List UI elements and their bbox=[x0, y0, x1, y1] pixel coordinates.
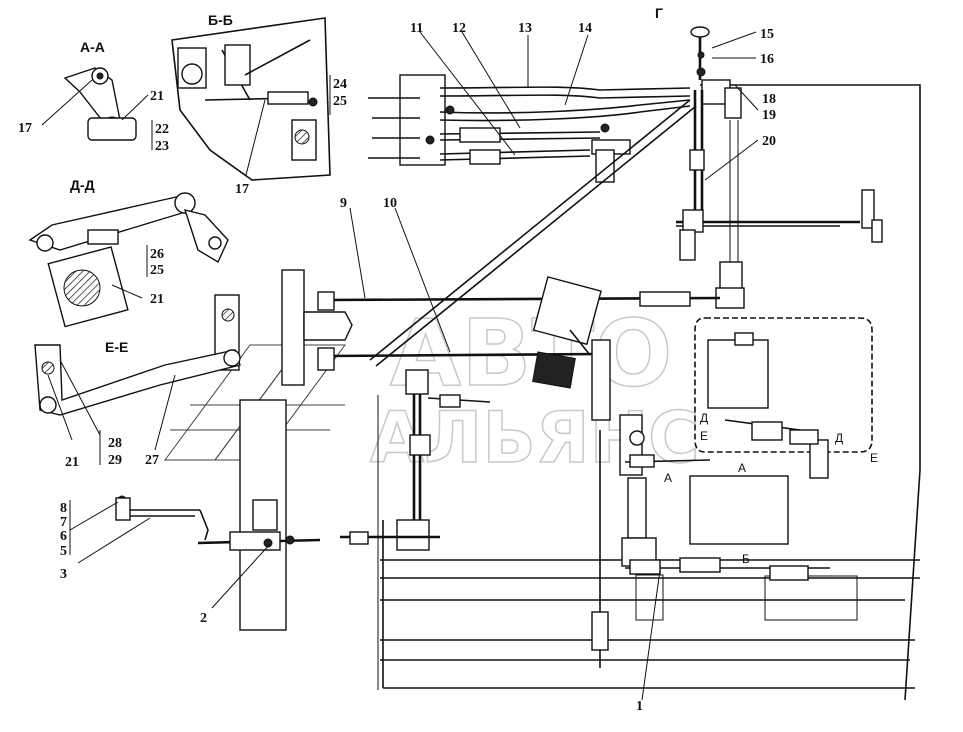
lower-left-linkage bbox=[115, 399, 321, 631]
section-bb-detail bbox=[171, 17, 331, 181]
callout-20: 20 bbox=[762, 134, 776, 149]
callout-24: 24 bbox=[333, 77, 347, 92]
callout-15: 15 bbox=[760, 27, 774, 42]
callout-3: 3 bbox=[60, 567, 67, 582]
callout-21-dd: 21 bbox=[150, 292, 164, 307]
gearbox-linkages bbox=[624, 419, 830, 581]
marker-b: Б bbox=[742, 552, 750, 566]
callout-17-bb: 17 bbox=[235, 182, 249, 197]
callout-7: 7 bbox=[60, 515, 67, 530]
upper-rod-assembly bbox=[368, 74, 697, 367]
callout-28: 28 bbox=[108, 436, 122, 451]
leader-lines bbox=[41, 31, 759, 701]
callout-27: 27 bbox=[145, 453, 159, 468]
section-title-aa: А-А bbox=[80, 39, 105, 55]
section-title-ee: Е-Е bbox=[105, 339, 128, 355]
marker-e-right: Е bbox=[870, 451, 878, 465]
callout-5: 5 bbox=[60, 544, 67, 559]
marker-d-left: Д bbox=[700, 411, 708, 425]
section-title-g: Г bbox=[655, 5, 663, 21]
section-dd-detail bbox=[28, 192, 229, 328]
callout-17-aa: 17 bbox=[18, 121, 32, 136]
callout-6: 6 bbox=[60, 529, 67, 544]
callout-11: 11 bbox=[410, 21, 423, 36]
section-title-dd: Д-Д bbox=[70, 177, 95, 193]
longitudinal-rods bbox=[281, 269, 721, 421]
section-aa-detail bbox=[63, 67, 137, 141]
marker-a-left: А bbox=[664, 471, 672, 485]
section-title-bb: Б-Б bbox=[208, 12, 233, 28]
callout-10: 10 bbox=[383, 196, 397, 211]
callout-21-aa: 21 bbox=[150, 89, 164, 104]
section-ee-detail bbox=[34, 294, 241, 416]
marker-d-right: Д bbox=[835, 431, 843, 445]
callout-18: 18 bbox=[762, 92, 776, 107]
marker-e-left: Е bbox=[700, 429, 708, 443]
callout-25-bb: 25 bbox=[333, 94, 347, 109]
gearbox-housing bbox=[619, 261, 873, 567]
callout-26: 26 bbox=[150, 247, 164, 262]
callout-9: 9 bbox=[340, 196, 347, 211]
callout-25-dd: 25 bbox=[150, 263, 164, 278]
callout-2: 2 bbox=[200, 611, 207, 626]
callout-13: 13 bbox=[518, 21, 532, 36]
callout-21-ee: 21 bbox=[65, 455, 79, 470]
center-vertical-linkage bbox=[340, 369, 491, 690]
callout-1: 1 bbox=[636, 699, 643, 714]
callout-23: 23 bbox=[155, 139, 169, 154]
callout-14: 14 bbox=[578, 21, 592, 36]
callout-22: 22 bbox=[155, 122, 169, 137]
callout-19: 19 bbox=[762, 108, 776, 123]
shift-lever bbox=[676, 26, 883, 262]
marker-a-right: А bbox=[738, 461, 746, 475]
callout-16: 16 bbox=[760, 52, 774, 67]
callout-8: 8 bbox=[60, 501, 67, 516]
callout-12: 12 bbox=[452, 21, 466, 36]
callout-29: 29 bbox=[108, 453, 122, 468]
